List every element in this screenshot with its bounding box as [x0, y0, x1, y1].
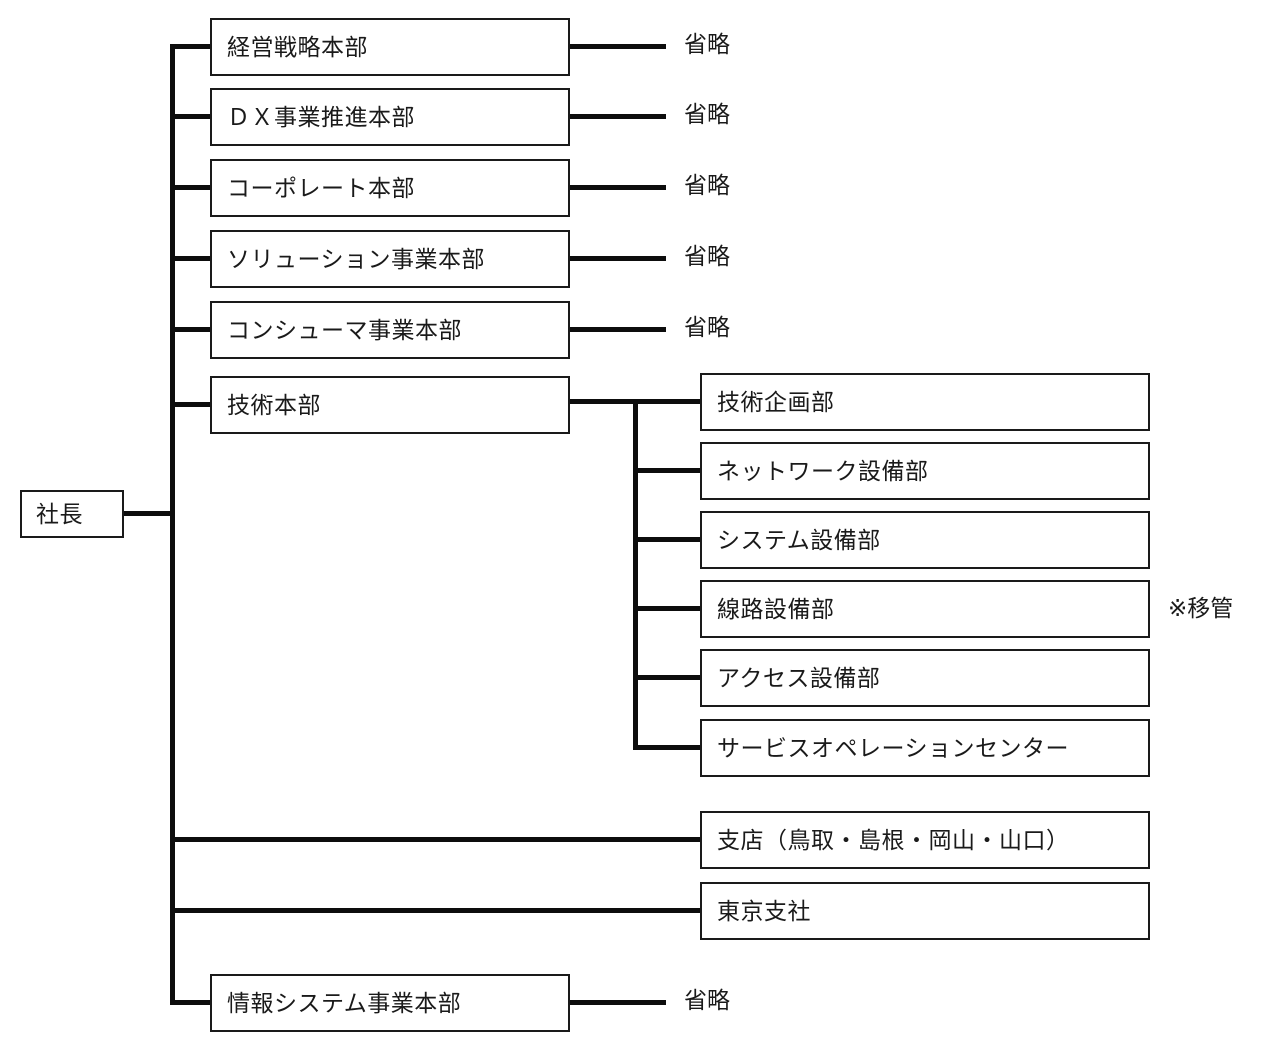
node-division-5: 技術本部 — [210, 376, 570, 434]
connector-subtrunk-tech-4 — [633, 675, 703, 680]
label-omitted-4: 省略 — [684, 314, 730, 340]
node-branch-0: 支店（鳥取・島根・岡山・山口） — [700, 811, 1150, 869]
label-omitted-2: 省略 — [684, 172, 730, 198]
trunk-main — [170, 44, 175, 1004]
label-omitted-1: 省略 — [684, 101, 730, 127]
connector-trunk-division-0 — [170, 44, 214, 49]
connector-trunk-bottom-division — [170, 1000, 214, 1005]
connector-trunk-branch-1 — [170, 908, 704, 913]
label-omitted-bottom: 省略 — [684, 987, 730, 1013]
node-division-0: 経営戦略本部 — [210, 18, 570, 76]
node-division-4: コンシューマ事業本部 — [210, 301, 570, 359]
node-tech-dept-4: アクセス設備部 — [700, 649, 1150, 707]
label-omitted-3: 省略 — [684, 243, 730, 269]
connector-subtrunk-tech-5 — [633, 745, 703, 750]
label-transfer-note: ※移管 — [1168, 595, 1234, 621]
node-president: 社長 — [20, 490, 124, 538]
node-branch-1: 東京支社 — [700, 882, 1150, 940]
connector-division-3-omitted — [568, 256, 666, 261]
node-tech-dept-3: 線路設備部 — [700, 580, 1150, 638]
connector-trunk-division-2 — [170, 185, 214, 190]
node-tech-dept-0: 技術企画部 — [700, 373, 1150, 431]
node-bottom-division: 情報システム事業本部 — [210, 974, 570, 1032]
node-tech-dept-2: システム設備部 — [700, 511, 1150, 569]
label-omitted-0: 省略 — [684, 31, 730, 57]
node-division-3: ソリューション事業本部 — [210, 230, 570, 288]
connector-division-2-omitted — [568, 185, 666, 190]
connector-trunk-division-4 — [170, 327, 214, 332]
connector-trunk-division-1 — [170, 114, 214, 119]
node-division-1: ＤＸ事業推進本部 — [210, 88, 570, 146]
connector-root-to-trunk — [122, 511, 174, 516]
connector-trunk-division-5 — [170, 402, 214, 407]
trunk-technology — [633, 399, 638, 750]
connector-division-0-omitted — [568, 44, 666, 49]
connector-bottom-division-omitted — [568, 1000, 666, 1005]
connector-subtrunk-tech-0 — [633, 399, 703, 404]
node-tech-dept-1: ネットワーク設備部 — [700, 442, 1150, 500]
node-tech-dept-5: サービスオペレーションセンター — [700, 719, 1150, 777]
connector-trunk-branch-0 — [170, 837, 704, 842]
node-division-2: コーポレート本部 — [210, 159, 570, 217]
connector-trunk-division-3 — [170, 256, 214, 261]
connector-division-1-omitted — [568, 114, 666, 119]
connector-division-4-omitted — [568, 327, 666, 332]
connector-subtrunk-tech-2 — [633, 537, 703, 542]
connector-subtrunk-tech-3 — [633, 606, 703, 611]
connector-subtrunk-tech-1 — [633, 468, 703, 473]
